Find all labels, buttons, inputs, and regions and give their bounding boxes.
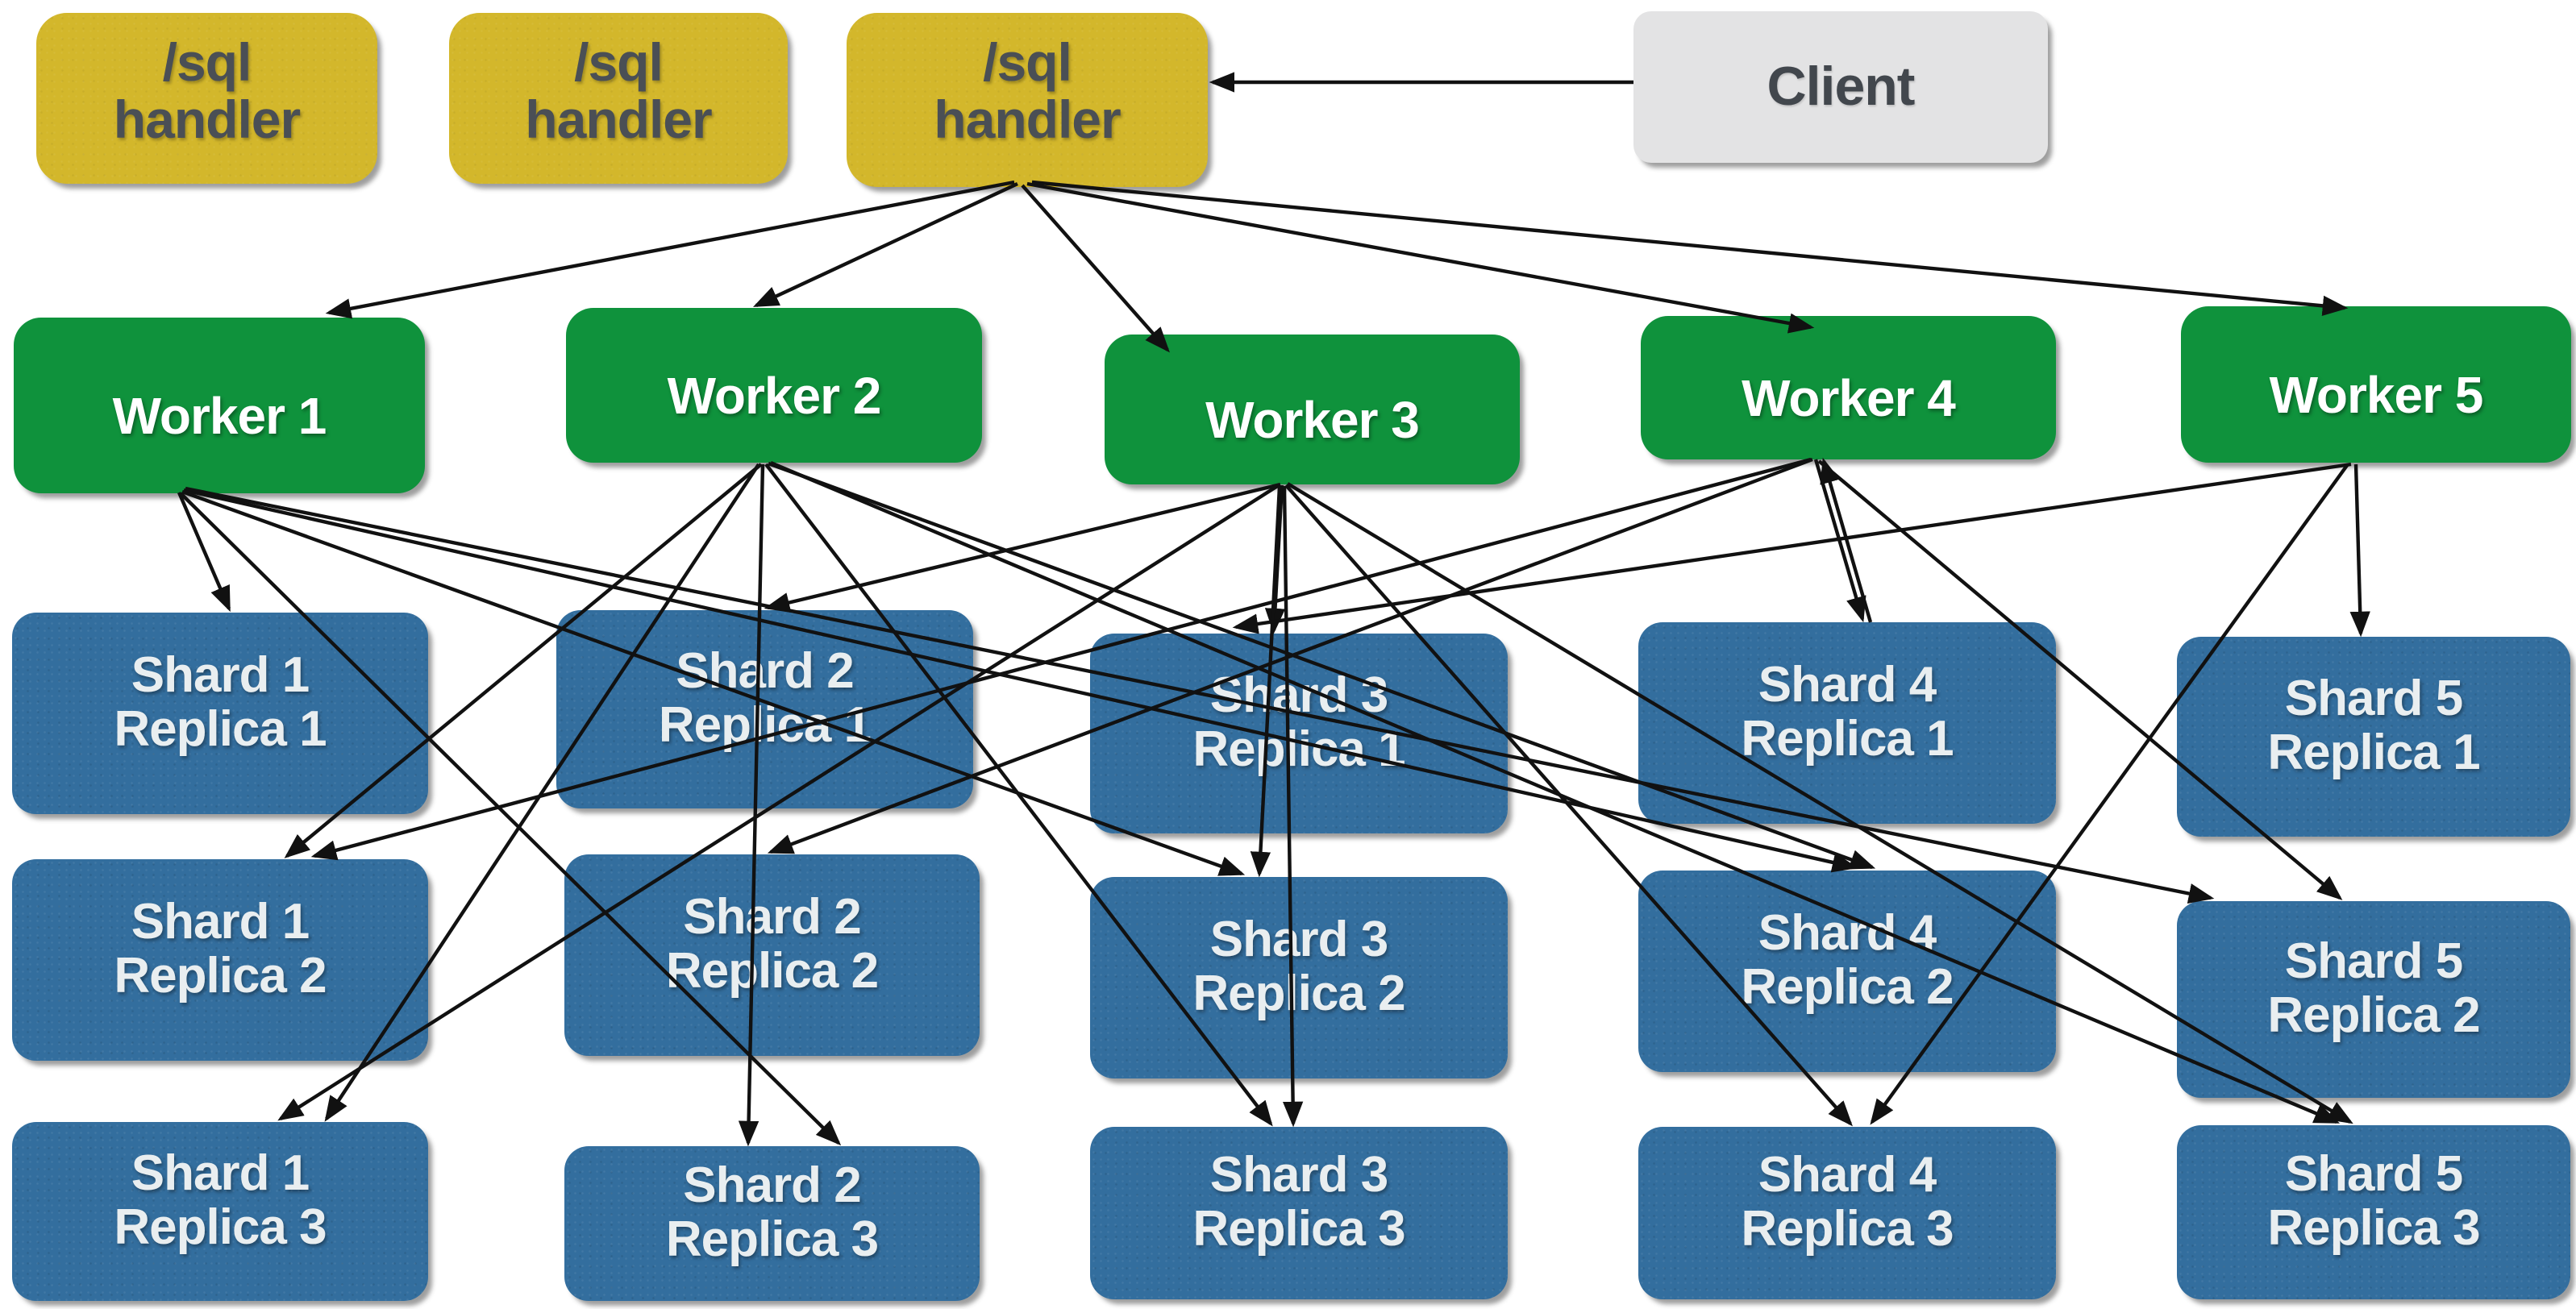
node-label: Worker 5 bbox=[2269, 366, 2484, 425]
node-label: Shard 1 bbox=[131, 647, 310, 704]
node-label: handler bbox=[525, 89, 712, 150]
node-label: Replica 2 bbox=[1741, 959, 1954, 1015]
node-label: Shard 4 bbox=[1758, 657, 1937, 713]
node-worker-4: Worker 4 bbox=[1641, 316, 2056, 459]
node-label: Shard 4 bbox=[1758, 905, 1937, 962]
node-label: Client bbox=[1767, 56, 1916, 118]
node-label: Shard 2 bbox=[676, 643, 854, 700]
node-label: Shard 3 bbox=[1209, 667, 1388, 724]
node-label: handler bbox=[113, 89, 301, 150]
node-label: Worker 1 bbox=[112, 387, 327, 446]
node-label: Replica 2 bbox=[665, 943, 879, 999]
node-label: Shard 3 bbox=[1209, 912, 1388, 968]
node-label: Shard 4 bbox=[1758, 1147, 1937, 1203]
node-label: Worker 2 bbox=[667, 367, 882, 426]
node-label: Worker 4 bbox=[1742, 369, 1956, 428]
node-client: Client bbox=[1633, 11, 2048, 163]
node-label: Replica 1 bbox=[1192, 721, 1405, 777]
node-label: handler bbox=[934, 89, 1121, 150]
node-label: Shard 3 bbox=[1209, 1147, 1388, 1203]
node-worker-1: Worker 1 bbox=[14, 318, 425, 493]
node-label: Shard 1 bbox=[131, 1145, 310, 1202]
node-label: Replica 1 bbox=[2267, 725, 2480, 780]
node-worker-3: Worker 3 bbox=[1105, 335, 1520, 484]
node-label: Shard 2 bbox=[683, 889, 861, 945]
node-label: Replica 3 bbox=[2267, 1200, 2480, 1256]
node-label: Replica 2 bbox=[114, 948, 327, 1004]
node-label: /sql bbox=[162, 32, 252, 92]
node-label: Worker 3 bbox=[1205, 391, 1420, 450]
node-label: Replica 3 bbox=[665, 1211, 879, 1267]
node-label: Replica 1 bbox=[658, 697, 872, 753]
node-worker-5: Worker 5 bbox=[2181, 306, 2571, 463]
node-label: Replica 3 bbox=[1741, 1201, 1954, 1257]
node-label: Shard 5 bbox=[2284, 671, 2463, 727]
node-label: Replica 2 bbox=[2267, 987, 2480, 1043]
node-label: Replica 3 bbox=[114, 1199, 327, 1255]
node-label: Shard 5 bbox=[2284, 933, 2463, 990]
node-worker-2: Worker 2 bbox=[566, 308, 982, 463]
node-label: Shard 2 bbox=[683, 1157, 861, 1214]
node-label: /sql bbox=[574, 32, 664, 92]
node-label: /sql bbox=[983, 32, 1072, 92]
node-label: Replica 2 bbox=[1192, 966, 1405, 1021]
node-label: Shard 1 bbox=[131, 894, 310, 950]
node-label: Replica 3 bbox=[1192, 1201, 1405, 1257]
node-label: Replica 1 bbox=[114, 701, 327, 757]
node-label: Shard 5 bbox=[2284, 1146, 2463, 1203]
node-label: Replica 1 bbox=[1741, 711, 1954, 767]
